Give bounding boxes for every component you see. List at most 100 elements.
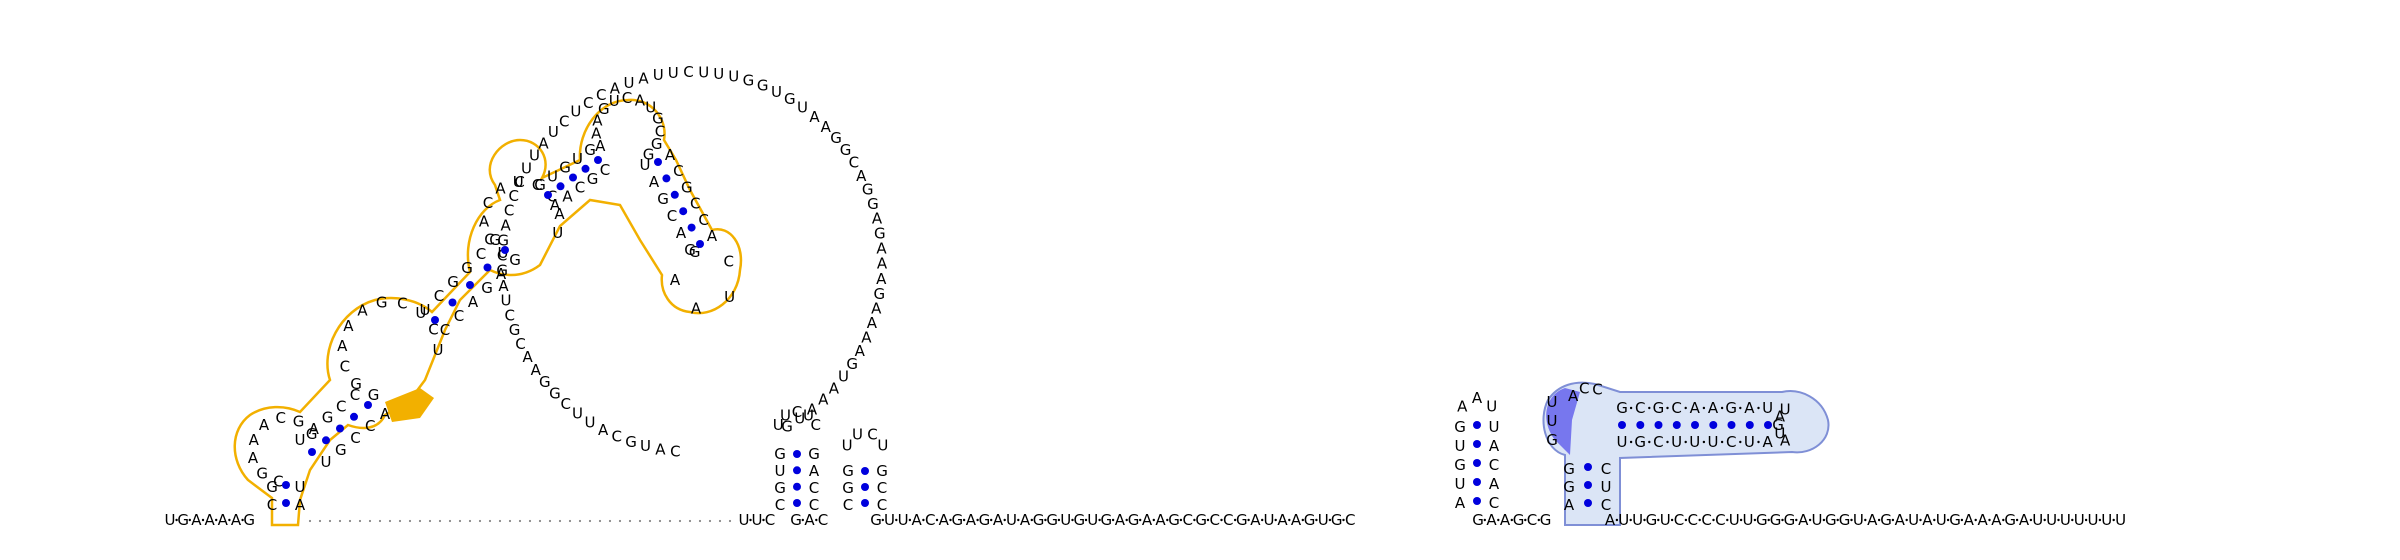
hairpin-loop-nucleotide: C (792, 403, 802, 421)
backbone-nucleotide: C (1210, 511, 1220, 529)
backbone-nucleotide: A (1155, 511, 1166, 529)
gap-dot (668, 519, 672, 523)
backbone-dot (1274, 518, 1277, 522)
domain-nucleotide: U (609, 92, 620, 110)
loop-nucleotide: C (515, 335, 525, 353)
domain-nucleotide: C (483, 194, 493, 212)
domain-nucleotide: C (547, 188, 557, 206)
gap-dot (528, 519, 532, 523)
loop-nucleotide: A (498, 277, 509, 295)
backbone-nucleotide: U (884, 511, 895, 529)
base-pair-dot (1727, 421, 1736, 429)
gap-dot (588, 519, 592, 523)
backbone-nucleotide: A (1977, 511, 1988, 529)
gap-dot (728, 519, 732, 523)
domain-nucleotide: U (1708, 433, 1719, 451)
loop-nucleotide: U (713, 65, 724, 83)
domain-nucleotide: C (273, 473, 283, 491)
domain-nucleotide: C (267, 496, 277, 514)
loop-nucleotide: A (818, 390, 829, 408)
loop-nucleotide: A (807, 400, 818, 418)
domain-nucleotide: A (591, 125, 602, 143)
domain-nucleotide: G (322, 409, 334, 427)
loop-nucleotide: A (500, 216, 511, 234)
domain-nucleotide: C (434, 287, 444, 305)
hairpin-nucleotide: U (775, 462, 786, 480)
backbone-nucleotide: G (1472, 511, 1484, 529)
backbone-nucleotide: C (1674, 511, 1684, 529)
backbone-nucleotide: G (1168, 511, 1180, 529)
domain-nucleotide: C (454, 307, 464, 325)
domain-nucleotide: U (724, 288, 735, 306)
blue-highlight-patch (1546, 388, 1580, 455)
backbone-nucleotide: G (1331, 511, 1343, 529)
hairpin-nucleotide: U (1489, 418, 1500, 436)
backbone-nucleotide: G (1046, 511, 1058, 529)
domain-nucleotide: G (1653, 399, 1665, 417)
backbone-dot (1044, 518, 1047, 522)
gap-dot (388, 519, 392, 523)
backbone-dot (1643, 518, 1646, 522)
backbone-nucleotide: G (1646, 511, 1658, 529)
loop-nucleotide: A (867, 314, 878, 332)
domain-nucleotide: C (600, 161, 610, 179)
domain-nucleotide: C (1592, 380, 1602, 398)
base-pair-dot (501, 246, 509, 254)
backbone-nucleotide: A (204, 511, 215, 529)
loop-nucleotide: G (873, 285, 885, 303)
backbone-nucleotide: G (2004, 511, 2016, 529)
loop-nucleotide: A (872, 210, 883, 228)
base-pair-dot (1473, 459, 1481, 467)
backbone-dot (1247, 518, 1250, 522)
domain-nucleotide: U (572, 150, 583, 168)
gap-dot (658, 519, 662, 523)
domain-nucleotide: C (1635, 399, 1645, 417)
domain-nucleotide: C (365, 417, 375, 435)
domain-nucleotide: C (428, 321, 438, 339)
backbone-dot (1757, 406, 1760, 410)
base-pair-dot (364, 401, 372, 409)
loop-nucleotide: G (539, 373, 551, 391)
domain-nucleotide: U (1601, 478, 1612, 496)
hairpin-nucleotide: A (1489, 475, 1500, 493)
hairpin-loop-nucleotide: A (1472, 389, 1483, 407)
gap-dot (688, 519, 692, 523)
backbone-dot (895, 518, 898, 522)
backbone-dot (1288, 518, 1291, 522)
hairpin-nucleotide: G (842, 462, 854, 480)
domain-nucleotide: G (350, 375, 362, 393)
base-pair-dot (696, 240, 704, 248)
base-pair-dot (1691, 421, 1699, 429)
gap-dot (698, 519, 702, 523)
backbone-nucleotide: G (1304, 511, 1316, 529)
domain-nucleotide: G (689, 243, 701, 261)
backbone-nucleotide: C (1688, 511, 1698, 529)
backbone-dot (949, 518, 952, 522)
backbone-nucleotide: U (1060, 511, 1071, 529)
backbone-dot (1629, 406, 1633, 410)
loop-nucleotide: G (743, 72, 755, 90)
hairpin-loop-nucleotide: U (773, 416, 784, 434)
backbone-nucleotide: A (1250, 511, 1261, 529)
hairpin-nucleotide: A (1455, 494, 1466, 512)
backbone-nucleotide: A (1991, 511, 2002, 529)
domain-nucleotide: A (1568, 387, 1579, 405)
backbone-nucleotide: G (1825, 511, 1837, 529)
domain-nucleotide: A (1564, 496, 1575, 514)
loop-nucleotide: U (640, 437, 651, 455)
backbone-nucleotide: U (739, 511, 750, 529)
hairpin-nucleotide: C (809, 479, 819, 497)
loop-nucleotide: C (504, 202, 514, 220)
backbone-dot (922, 518, 925, 522)
backbone-nucleotide: C (818, 511, 828, 529)
backbone-nucleotide: A (804, 511, 815, 529)
backbone-dot (1720, 406, 1724, 410)
domain-nucleotide: U (640, 156, 651, 174)
gap-dot (708, 519, 712, 523)
gap-dot (718, 519, 722, 523)
domain-nucleotide: A (259, 416, 270, 434)
backbone-nucleotide: A (1798, 511, 1809, 529)
domain-nucleotide: U (321, 453, 332, 471)
domain-nucleotide: C (673, 162, 683, 180)
domain-nucleotide: G (657, 190, 669, 208)
